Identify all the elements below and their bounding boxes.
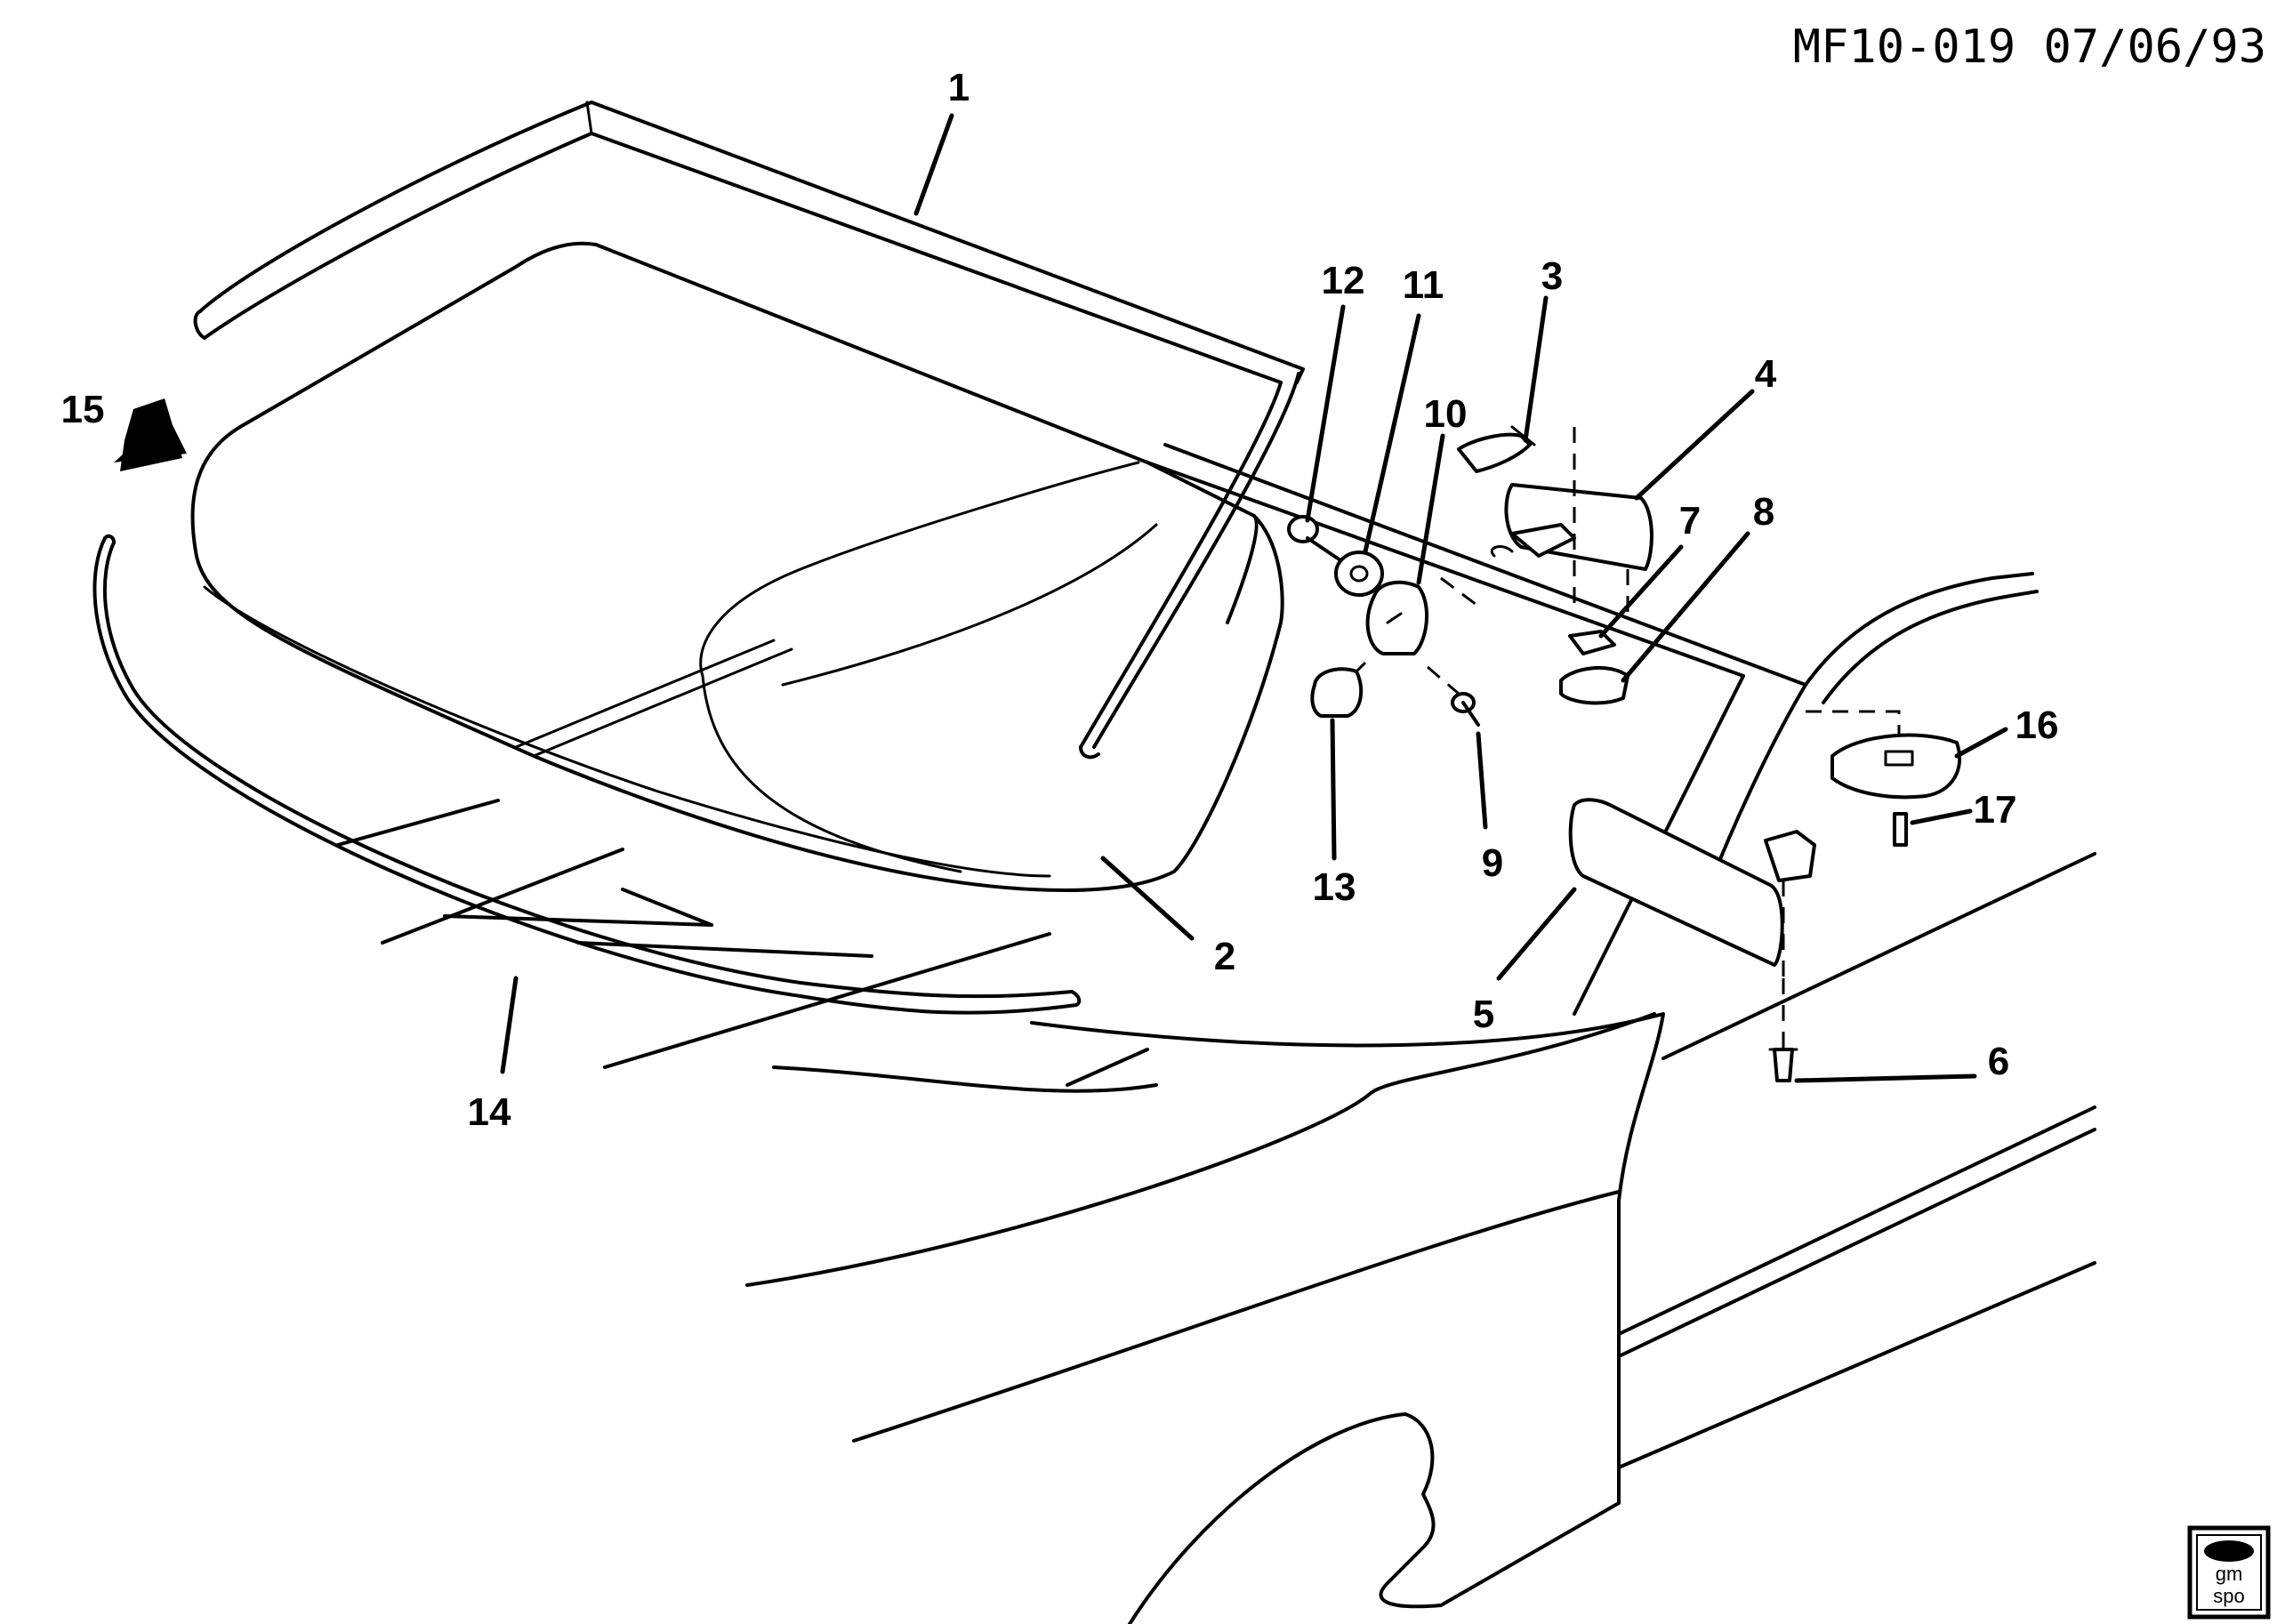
view-direction-arrow xyxy=(114,398,187,471)
mirror-support-parts xyxy=(1287,515,1480,727)
sunshade-support xyxy=(1768,710,1962,1082)
callout-labels: 1 2 3 4 5 6 7 8 9 10 11 12 13 14 15 16 1… xyxy=(61,66,2059,1134)
car-body xyxy=(336,443,2096,1624)
callout-9: 9 xyxy=(1482,841,1503,885)
callout-15: 15 xyxy=(61,388,105,431)
callout-1: 1 xyxy=(948,66,970,109)
callout-16: 16 xyxy=(2016,703,2059,747)
callout-6: 6 xyxy=(1988,1040,2009,1083)
gm-spo-logo: gm spo xyxy=(2187,1525,2271,1620)
diagram-code: MF10-019 07/06/93 xyxy=(1793,20,2266,74)
callout-10: 10 xyxy=(1424,392,1468,436)
svg-text:spo: spo xyxy=(2213,1585,2244,1607)
callout-7: 7 xyxy=(1679,499,1701,543)
upper-reveal-moulding xyxy=(193,100,1305,760)
windshield-glass xyxy=(190,241,1284,892)
callout-13: 13 xyxy=(1313,865,1356,909)
callout-8: 8 xyxy=(1753,490,1774,534)
lower-reveal-moulding xyxy=(93,534,1082,1015)
callout-11: 11 xyxy=(1403,263,1444,307)
leader-lines xyxy=(500,113,2008,1083)
sunshade xyxy=(1568,798,1816,1049)
callout-3: 3 xyxy=(1541,254,1563,298)
callout-12: 12 xyxy=(1322,259,1365,302)
callout-14: 14 xyxy=(468,1090,511,1134)
rearview-mirror-support xyxy=(1457,425,1653,623)
callout-4: 4 xyxy=(1755,352,1777,396)
sunshade-clip xyxy=(1559,630,1629,705)
callout-5: 5 xyxy=(1473,993,1494,1036)
callout-17: 17 xyxy=(1974,788,2017,832)
svg-text:gm: gm xyxy=(2216,1563,2243,1585)
callout-2: 2 xyxy=(1214,935,1235,978)
